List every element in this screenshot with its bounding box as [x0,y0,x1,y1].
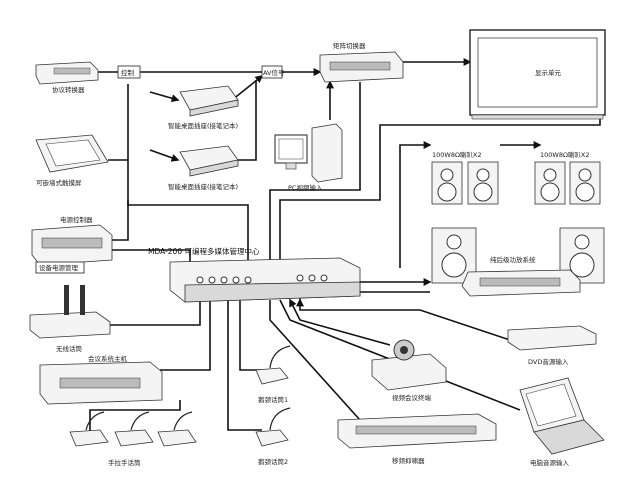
amplifier-system: 纯后级功放系统 [431,227,605,297]
wall-touch-screen: 可嵌墙式触摸屏 [35,134,109,187]
power-controller: 电源控制器 设备电源管理 [31,215,113,274]
wall-touch-screen-label: 可嵌墙式触摸屏 [36,178,82,187]
control-tag: 控制 [117,65,141,79]
speaker-right-label: 100W8Ω喇叭X2 [540,150,590,159]
handheld-mic-label: 手拉手话筒 [108,458,141,467]
smart-desk-socket-2: 智能桌面插座(接笔记本) [168,145,239,191]
smart-desk-socket-1-label: 智能桌面插座(接笔记本) [168,121,238,130]
pc-audio-input-label: 电脑音源输入 [530,458,570,467]
feedback-suppressor: 移频抑啸器 [337,413,497,465]
wireless-mic: 无线话筒 [29,285,111,353]
smart-desk-socket-1: 智能桌面插座(接笔记本) [168,85,239,130]
dvd-input-label: DVD音源输入 [528,357,569,366]
device-power-mgmt-label: 设备电源管理 [39,263,79,272]
power-controller-label: 电源控制器 [60,215,93,224]
control-tag-label: 控制 [121,68,135,77]
mda-200-center: MDA-200 可编程多媒体管理中心 [148,246,361,303]
speaker-left-label: 100W8Ω喇叭X2 [432,150,482,159]
amplifier-system-label: 纯后级功放系统 [490,255,536,264]
video-conf-terminal: 视频会议终端 [371,339,447,402]
speaker-pair-left: 100W8Ω喇叭X2 [431,150,499,205]
dvd-player: DVD音源输入 [507,325,597,366]
conference-host: 会议系统主机 [39,354,163,405]
conference-host-label: 会议系统主机 [88,354,128,363]
display-unit-label: 显示单元 [535,68,562,77]
pc-computer: PC视频输入 [274,123,343,192]
gooseneck-mic-2-label: 鹅颈话筒2 [258,457,288,466]
video-conf-terminal-label: 视频会议终端 [392,393,432,402]
mda-knobs [196,274,328,284]
gooseneck-mic-2: 鹅颈话筒2 [255,407,291,466]
speaker-pair-right: 100W8Ω喇叭X2 [534,150,601,205]
protocol-converter: 协议转换器 [35,61,99,94]
handheld-mics: 手拉手话筒 [69,411,197,467]
matrix-switcher: 矩阵切换器 [319,41,404,83]
gooseneck-mic-1-label: 鹅颈话筒1 [258,395,288,404]
av-signal-tag: AV信号 [261,65,285,79]
smart-desk-socket-2-label: 智能桌面插座(接笔记本) [168,182,238,191]
mda-center-label: MDA-200 可编程多媒体管理中心 [148,246,260,256]
matrix-switcher-label: 矩阵切换器 [333,41,366,50]
pc-video-input-label: PC视频输入 [288,183,323,192]
display-unit: 显示单元 [469,29,606,120]
gooseneck-mic-1: 鹅颈话筒1 [255,345,291,404]
laptop: 电脑音源输入 [519,377,605,467]
protocol-converter-label: 协议转换器 [52,85,85,94]
wireless-mic-label: 无线话筒 [56,344,83,353]
av-signal-tag-label: AV信号 [263,68,285,77]
feedback-suppressor-label: 移频抑啸器 [392,456,425,465]
